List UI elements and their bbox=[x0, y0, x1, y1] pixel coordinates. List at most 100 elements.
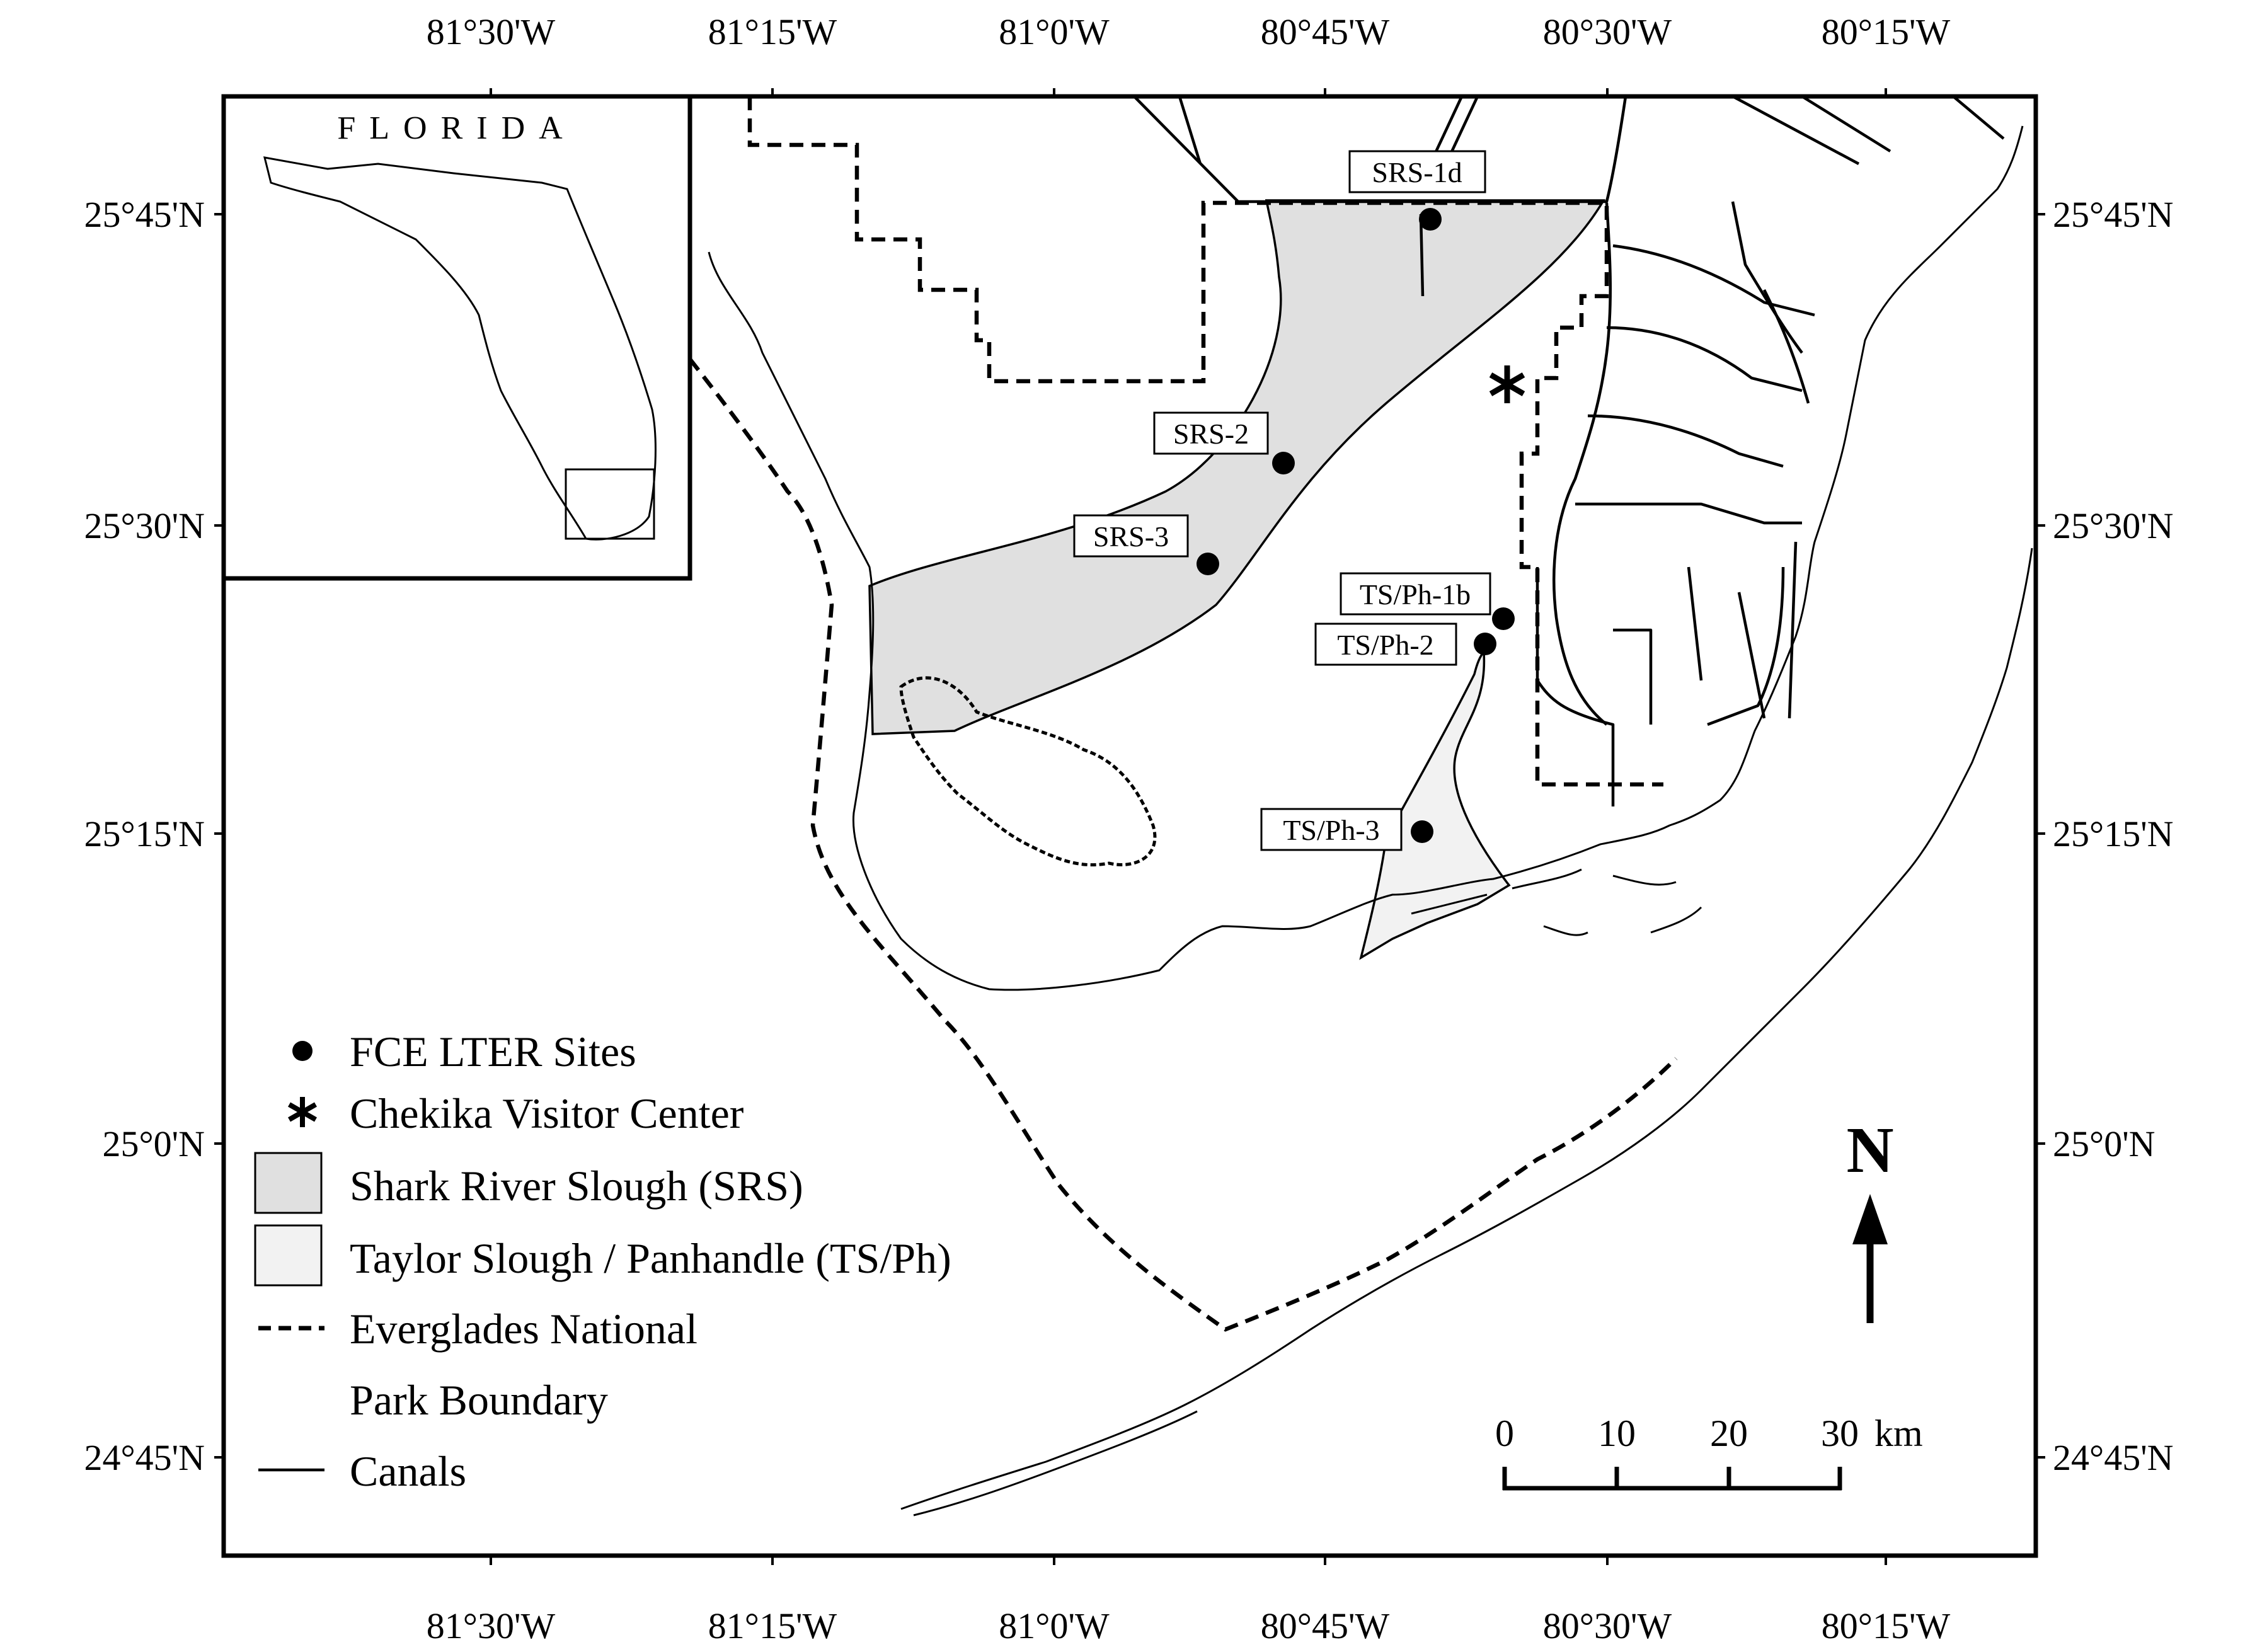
right-lat-label-25-0: 25°0'N bbox=[2053, 1123, 2155, 1164]
asterisk-stroke-diag-b bbox=[1489, 372, 1525, 396]
right-lat-label-25-45: 25°45'N bbox=[2053, 194, 2174, 235]
top-lon-label-81-30: 81°30'W bbox=[427, 11, 556, 52]
canal-c1 bbox=[1606, 326, 1803, 393]
left-lat-label-25-15: 25°15'N bbox=[84, 813, 205, 854]
site-srs-2: SRS-2 bbox=[1153, 411, 1295, 474]
legend-sites-label: FCE LTER Sites bbox=[350, 1028, 636, 1076]
legend-boundary-label-line1: Everglades National bbox=[350, 1305, 697, 1353]
site-tsph-1b: TS/Ph-1b bbox=[1340, 572, 1515, 630]
inset-frame bbox=[221, 94, 692, 581]
site-label: SRS-1d bbox=[1372, 156, 1462, 188]
bottom-longitude-labels: 81°30'W 81°15'W 81°0'W 80°45'W 80°30'W 8… bbox=[427, 1556, 1951, 1646]
site-marker bbox=[1197, 553, 1219, 575]
scale-label-30: 30 bbox=[1821, 1413, 1859, 1454]
site-marker bbox=[1272, 452, 1295, 474]
canal-l67-north-west bbox=[1133, 95, 1239, 203]
keys-coastline-inner bbox=[913, 1410, 1198, 1517]
legend-visitor-center-label: Chekika Visitor Center bbox=[350, 1089, 744, 1137]
canal-l31-east bbox=[1731, 95, 2005, 165]
canal-c103 bbox=[1575, 502, 1802, 525]
site-label: SRS-3 bbox=[1093, 520, 1169, 553]
north-arrow: N bbox=[1846, 1114, 1894, 1323]
canal-srs-1d-spur bbox=[1419, 214, 1425, 297]
bottom-lon-label-80-45: 80°45'W bbox=[1261, 1605, 1390, 1646]
legend-asterisk-icon bbox=[288, 1097, 317, 1127]
bottom-lon-label-81-15: 81°15'W bbox=[708, 1605, 837, 1646]
inset-title: FLORIDA bbox=[337, 110, 576, 146]
site-marker bbox=[1419, 208, 1442, 231]
site-srs-3: SRS-3 bbox=[1073, 514, 1219, 575]
site-marker bbox=[1492, 607, 1515, 630]
main-coastline bbox=[708, 125, 2024, 991]
chekika-visitor-center-marker bbox=[1489, 365, 1525, 403]
site-label-box bbox=[1073, 514, 1189, 558]
top-lon-label-80-15: 80°15'W bbox=[1822, 11, 1951, 52]
scale-label-20: 20 bbox=[1710, 1413, 1748, 1454]
top-longitude-labels: 81°30'W 81°15'W 81°0'W 80°45'W 80°30'W 8… bbox=[427, 11, 1951, 96]
scale-label-0: 0 bbox=[1495, 1413, 1514, 1454]
park-boundary-northeast bbox=[747, 96, 1663, 787]
left-latitude-labels: 25°45'N 25°30'N 25°15'N 25°0'N 24°45'N bbox=[84, 194, 224, 1478]
north-arrow-head bbox=[1852, 1194, 1888, 1244]
canal-branches-b bbox=[1762, 289, 1810, 404]
canal-network bbox=[1133, 95, 2005, 806]
left-lat-label-25-30: 25°30'N bbox=[84, 505, 205, 546]
left-lat-label-25-45: 25°45'N bbox=[84, 194, 205, 235]
left-lat-label-25-0: 25°0'N bbox=[102, 1123, 205, 1164]
legend-tsph-label: Taylor Slough / Panhandle (TS/Ph) bbox=[350, 1234, 951, 1282]
site-label: TS/Ph-3 bbox=[1283, 814, 1379, 846]
legend-site-symbol bbox=[292, 1041, 313, 1061]
florida-inset: FLORIDA bbox=[221, 94, 692, 581]
right-lat-label-24-45: 24°45'N bbox=[2053, 1437, 2174, 1478]
canal-south-dade bbox=[1613, 541, 1798, 725]
site-srs-1d: SRS-1d bbox=[1348, 150, 1486, 231]
site-label: TS/Ph-2 bbox=[1337, 629, 1433, 661]
park-boundary-west bbox=[688, 357, 1678, 1332]
right-lat-label-25-15: 25°15'N bbox=[2053, 813, 2174, 854]
right-latitude-labels: 25°45'N 25°30'N 25°15'N 25°0'N 24°45'N bbox=[2036, 194, 2174, 1478]
top-lon-label-81-15: 81°15'W bbox=[708, 11, 837, 52]
site-marker bbox=[1474, 633, 1496, 655]
shark-river-slough-region bbox=[868, 199, 1606, 735]
legend-canals-label: Canals bbox=[350, 1447, 466, 1495]
site-label-box bbox=[1153, 411, 1269, 455]
scale-label-10: 10 bbox=[1598, 1413, 1636, 1454]
bottom-lon-label-80-15: 80°15'W bbox=[1822, 1605, 1951, 1646]
site-tsph-3: TS/Ph-3 bbox=[1260, 808, 1433, 851]
site-label-box bbox=[1340, 572, 1491, 616]
site-label: SRS-2 bbox=[1173, 418, 1249, 450]
legend-srs-label: Shark River Slough (SRS) bbox=[350, 1162, 803, 1210]
canal-l67-north-mid bbox=[1178, 96, 1202, 164]
inset-study-area-box bbox=[565, 468, 655, 540]
site-tsph-2: TS/Ph-2 bbox=[1314, 622, 1496, 666]
south-florida-coastline bbox=[708, 125, 2033, 1517]
top-lon-label-80-30: 80°30'W bbox=[1543, 11, 1672, 52]
site-label-box bbox=[1314, 622, 1457, 666]
canal-tamiami bbox=[1238, 96, 1627, 204]
legend-srs-swatch bbox=[254, 1152, 323, 1214]
canal-c102 bbox=[1587, 414, 1784, 468]
keys-coastline bbox=[900, 548, 2033, 1510]
top-lon-label-80-45: 80°45'W bbox=[1261, 11, 1390, 52]
left-lat-label-24-45: 24°45'N bbox=[84, 1437, 205, 1478]
canal-c100 bbox=[1612, 244, 1815, 317]
ten-thousand-islands bbox=[899, 676, 1157, 867]
scale-unit-label: km bbox=[1874, 1413, 1923, 1454]
top-lon-label-81-0: 81°0'W bbox=[999, 11, 1110, 52]
map-legend: FCE LTER Sites Chekika Visitor Center Sh… bbox=[254, 1028, 951, 1495]
florida-outline bbox=[263, 156, 657, 541]
legend-tsph-swatch bbox=[254, 1224, 323, 1287]
legend-boundary-label-line2: Park Boundary bbox=[350, 1376, 608, 1424]
everglades-park-boundary bbox=[688, 96, 1678, 1332]
canal-eastern-trunk bbox=[1553, 202, 1612, 726]
canal-c111e bbox=[1707, 566, 1785, 726]
north-label: N bbox=[1846, 1114, 1893, 1186]
bottom-lon-label-80-30: 80°30'W bbox=[1543, 1605, 1672, 1646]
site-marker bbox=[1411, 820, 1433, 843]
site-label: TS/Ph-1b bbox=[1360, 578, 1471, 611]
bottom-lon-label-81-30: 81°30'W bbox=[427, 1605, 556, 1646]
site-label-box bbox=[1260, 808, 1403, 851]
florida-bay-islands bbox=[1411, 868, 1702, 936]
bottom-lon-label-81-0: 81°0'W bbox=[999, 1605, 1110, 1646]
